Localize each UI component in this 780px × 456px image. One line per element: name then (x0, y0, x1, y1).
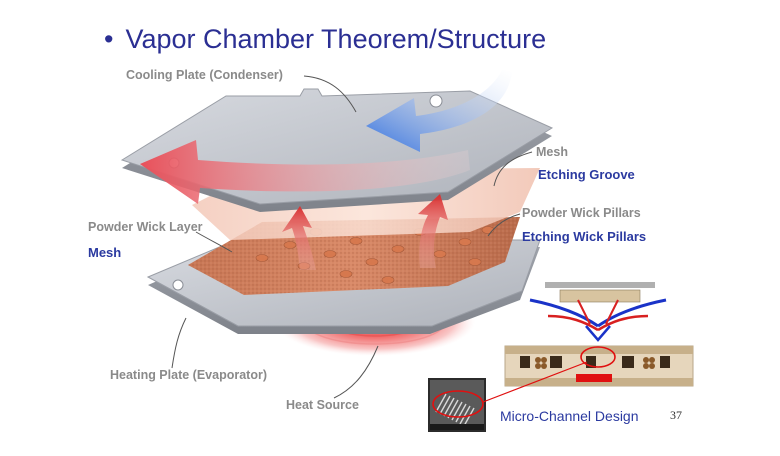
inset-caption: Micro-Channel Design (500, 408, 639, 424)
label-heating-plate: Heating Plate (Evaporator) (110, 368, 267, 382)
label-mesh-left: Mesh (88, 245, 122, 260)
inset-cross-section (504, 345, 694, 387)
label-mesh-right: Mesh (536, 145, 568, 159)
label-powder-wick-pillars: Powder Wick Pillars (522, 206, 641, 220)
bullet-icon: • (104, 24, 114, 54)
label-cooling-plate: Cooling Plate (Condenser) (126, 68, 283, 82)
slide-title: • Vapor Chamber Theorem/Structure (104, 24, 546, 55)
label-etching-groove: Etching Groove (538, 167, 635, 182)
inset-sem-image (428, 361, 588, 432)
hot-vapor-arrow (140, 140, 470, 204)
page-number: 37 (670, 408, 682, 422)
cool-condensate-arrow (366, 70, 512, 152)
inset-schematic (529, 282, 667, 342)
label-etching-wick-pillars: Etching Wick Pillars (522, 229, 647, 244)
leader-lines (171, 75, 533, 399)
slide-title-text: Vapor Chamber Theorem/Structure (125, 24, 547, 54)
vapor-rise-arrows (282, 194, 448, 270)
label-heat-source: Heat Source (286, 398, 359, 412)
label-powder-wick-layer: Powder Wick Layer (88, 220, 203, 234)
